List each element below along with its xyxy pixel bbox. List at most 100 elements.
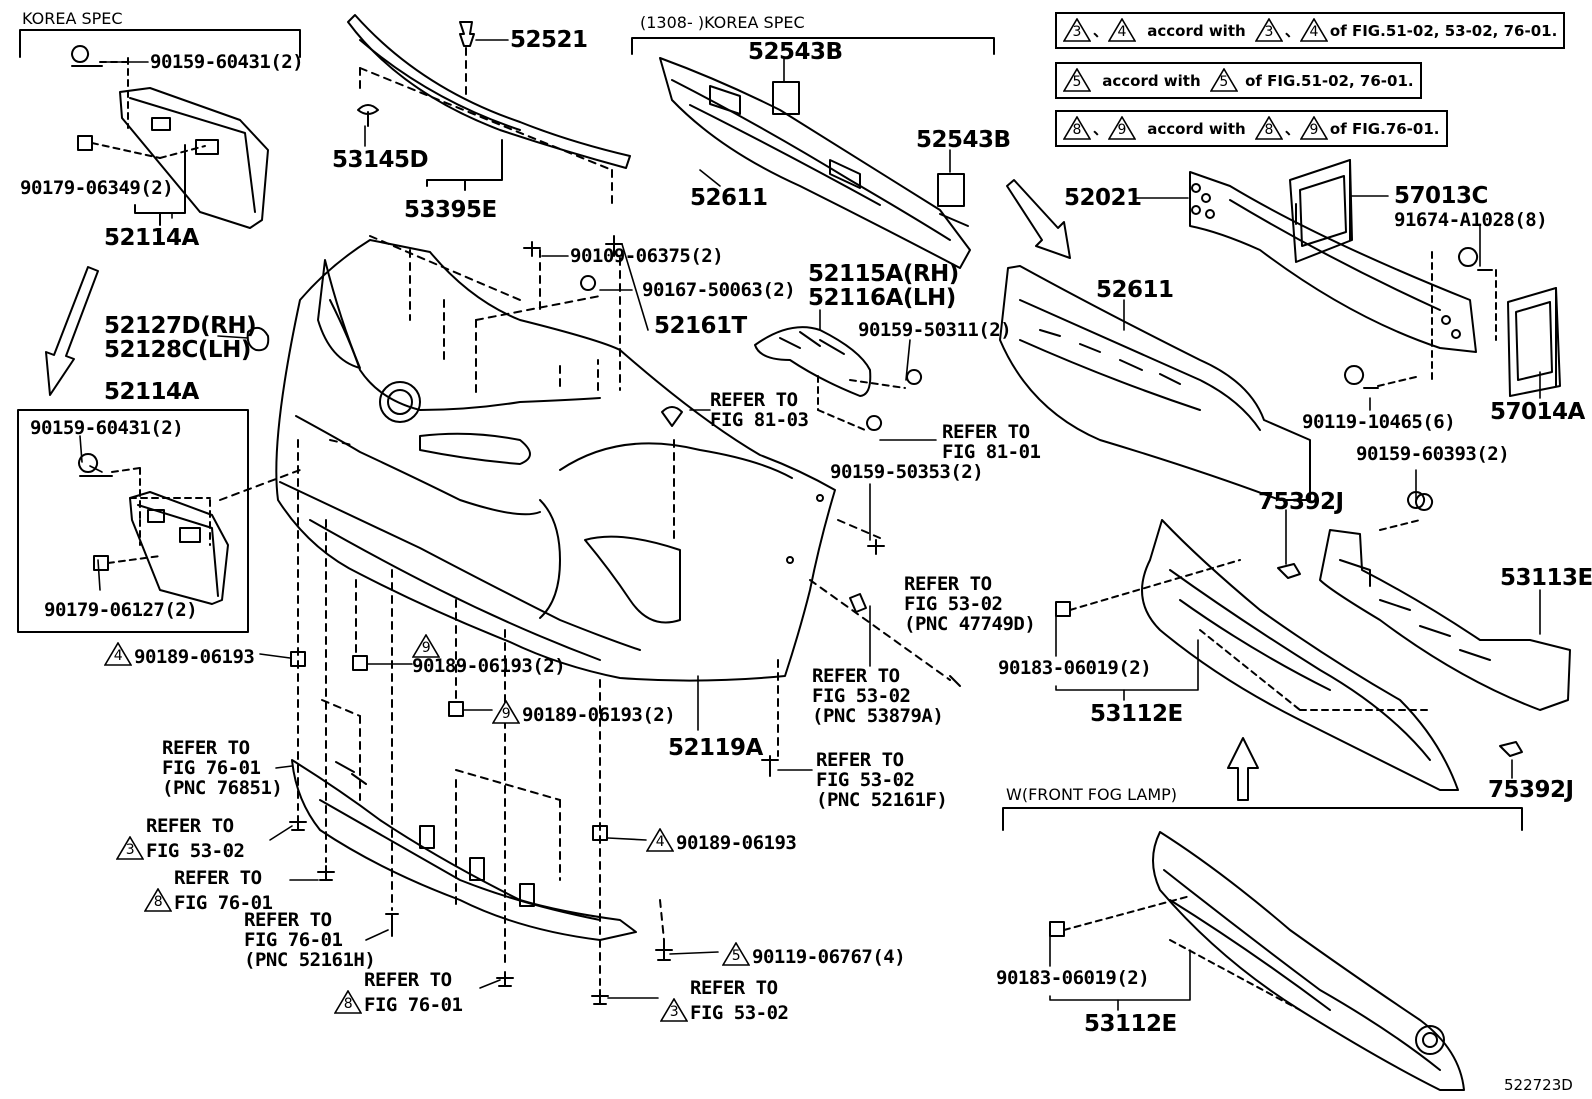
part-label[interactable]: 52119A: [668, 735, 763, 761]
part-label[interactable]: 52114A: [104, 379, 199, 405]
part-label[interactable]: 52115A(RH): [808, 261, 959, 287]
triangle-note-icon: 4: [1299, 18, 1328, 42]
absorber-52611-right: [999, 265, 1311, 501]
note-ref: of FIG.76-01.: [1329, 120, 1440, 138]
part-label[interactable]: 90109-06375(2): [570, 245, 724, 267]
part-label[interactable]: 75392J: [1488, 777, 1574, 803]
triangle-note-icon: 4: [1108, 18, 1137, 42]
triangle-note-icon: 9: [412, 634, 440, 658]
part-label[interactable]: 75392J: [1258, 489, 1344, 515]
part-label[interactable]: 90179-06127(2): [44, 599, 198, 621]
korea-spec-left-label: KOREA SPEC: [22, 9, 123, 28]
triangle-note-icon: 9: [1299, 116, 1328, 140]
triangle-note-icon: 8: [1254, 116, 1283, 140]
bracket-57014A: [1507, 287, 1561, 397]
korea-spec-bracket-left: [19, 29, 301, 58]
dashed-leaders: [219, 235, 951, 986]
part-label[interactable]: 52128C(LH): [104, 337, 251, 363]
part-label[interactable]: 90183-06019(2): [998, 657, 1152, 679]
triangle-note-icon: 4: [104, 642, 132, 666]
part-label[interactable]: 52021: [1064, 185, 1142, 211]
part-label[interactable]: 52543B: [916, 127, 1011, 153]
part-label[interactable]: 91674-A1028(8): [1394, 209, 1548, 231]
reinforcement-52021: [1189, 171, 1477, 353]
part-label[interactable]: 90159-60431(2): [30, 417, 184, 439]
undercover-panel: [291, 759, 637, 941]
part-label[interactable]: 53112E: [1090, 701, 1183, 727]
triangle-note-icon: 3: [116, 836, 144, 860]
note-text: accord with: [1147, 22, 1246, 40]
guide-53113E: [1319, 493, 1571, 711]
triangle-note-icon: 9: [492, 700, 520, 724]
part-label[interactable]: 53113E: [1500, 565, 1592, 591]
triangle-note-icon: 8: [144, 888, 172, 912]
triangle-note-icon: 9: [1108, 116, 1137, 140]
triangle-note-icon: 5: [1209, 68, 1238, 92]
molding-53395E: [347, 14, 631, 209]
part-label[interactable]: 52127D(RH): [104, 313, 257, 339]
arrow-up-icon: [1227, 737, 1259, 801]
part-label[interactable]: 90183-06019(2): [996, 967, 1150, 989]
part-label[interactable]: 90159-60393(2): [1356, 443, 1510, 465]
leader-lines: [79, 39, 1541, 1011]
triangle-note-icon: 8: [334, 990, 362, 1014]
part-label[interactable]: 53395E: [404, 197, 497, 223]
absorber-52611-top: [659, 57, 971, 269]
note-text: accord with: [1102, 72, 1201, 90]
part-label[interactable]: 57013C: [1394, 183, 1488, 209]
fog-lamp-bracket: [1002, 807, 1523, 831]
license-bracket-52114A-top: [71, 45, 269, 229]
side-bracket-52115A: [754, 326, 906, 431]
triangle-note-icon: 4: [646, 828, 674, 852]
triangle-note-icon: 3: [1254, 18, 1283, 42]
part-label[interactable]: 90159-60431(2): [150, 51, 304, 73]
part-label[interactable]: 52611: [1096, 277, 1174, 303]
part-label[interactable]: 52611: [690, 185, 768, 211]
cap-52127D: [246, 326, 270, 352]
part-label[interactable]: 9: [412, 634, 442, 659]
triangle-note-icon: 3: [660, 998, 688, 1022]
clip-75392J: [1277, 563, 1523, 757]
part-label[interactable]: 52116A(LH): [808, 285, 956, 311]
korea-spec-bracket-top: [631, 37, 995, 55]
diagram-id: 522723D: [1504, 1076, 1573, 1094]
part-label[interactable]: 90159-50353(2): [830, 461, 984, 483]
part-label[interactable]: 90167-50063(2): [642, 279, 796, 301]
note-text: accord with: [1147, 120, 1246, 138]
part-label[interactable]: 57014A: [1490, 399, 1585, 425]
part-label[interactable]: 52161T: [654, 313, 747, 339]
part-label[interactable]: 90189-06193(2): [412, 655, 566, 677]
fog-lamp-label: W(FRONT FOG LAMP): [1006, 785, 1178, 804]
part-label[interactable]: 52543B: [748, 39, 843, 65]
bumper-cover-52119A: [275, 239, 836, 682]
part-label[interactable]: 52521: [510, 27, 588, 53]
part-label[interactable]: 53112E: [1084, 1011, 1177, 1037]
triangle-note-icon: 5: [722, 942, 750, 966]
part-label[interactable]: 90159-50311(2): [858, 319, 1012, 341]
part-label[interactable]: 53145D: [332, 147, 429, 173]
part-label[interactable]: 52114A: [104, 225, 199, 251]
triangle-note-icon: 3: [1063, 18, 1091, 42]
note-box-2: 5 accord with 5 of FIG.51-02, 76-01.: [1055, 62, 1422, 99]
part-label[interactable]: 90179-06349(2): [20, 177, 174, 199]
inset-box: [17, 409, 249, 633]
part-label[interactable]: 90119-10465(6): [1302, 411, 1456, 433]
